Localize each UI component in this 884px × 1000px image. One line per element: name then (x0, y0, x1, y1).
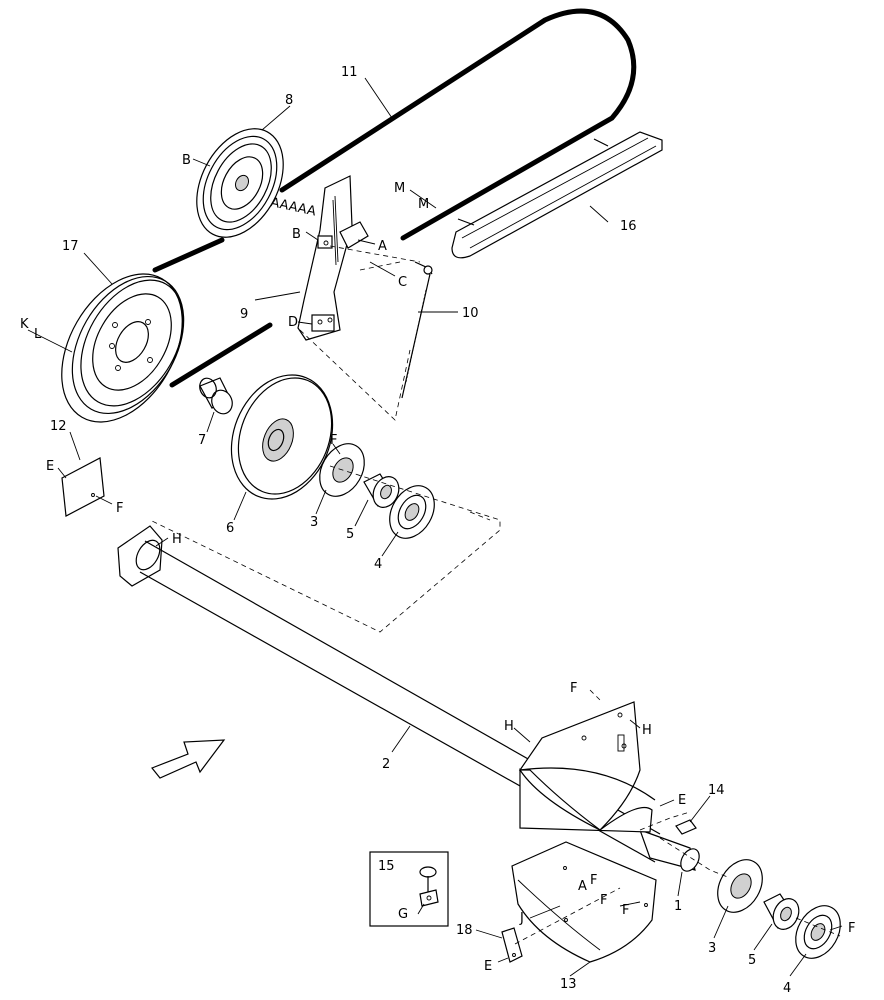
letter-f-top: F (570, 681, 577, 696)
pulley-8 (196, 128, 284, 238)
callout-5-upper: 5 (346, 527, 354, 542)
bearing-5-upper (363, 473, 400, 508)
assembly-lines (149, 245, 841, 945)
callout-10: 10 (462, 306, 479, 321)
letter-k: K (20, 317, 29, 332)
spacer-7 (199, 377, 233, 415)
bearing-5-lower (763, 893, 800, 930)
letter-a-bracket: A (378, 239, 387, 254)
callout-11: 11 (341, 65, 358, 80)
callout-14: 14 (708, 783, 725, 798)
callout-2: 2 (382, 757, 390, 772)
callout-3-upper: 3 (310, 515, 318, 530)
callout-4-lower: 4 (783, 981, 791, 996)
plate-18 (501, 927, 523, 963)
letter-e-decal: E (46, 459, 54, 474)
letter-h-guard-right: H (642, 723, 652, 738)
letter-h-tube: H (172, 532, 182, 547)
callout-9: 9 (240, 307, 248, 322)
letter-a-stack: AAAAA (269, 195, 317, 219)
leader-lines (27, 77, 843, 977)
flange-4-upper (389, 485, 435, 539)
key-14 (675, 819, 697, 835)
pulley-17 (61, 273, 185, 423)
letter-g: G (398, 907, 408, 922)
letter-m-1: M (394, 181, 405, 196)
callout-12: 12 (50, 419, 67, 434)
letter-e-shaft: E (678, 793, 686, 808)
letter-d-bracket: D (288, 315, 298, 330)
callout-8: 8 (285, 93, 293, 108)
letter-f-lower-3: F (622, 903, 629, 918)
direction-arrow-icon (151, 739, 226, 779)
letter-b-bracket: B (292, 227, 301, 242)
letter-f-lower-1: F (590, 873, 597, 888)
rod-10 (401, 261, 433, 399)
callout-18: 18 (456, 923, 473, 938)
callout-7: 7 (198, 433, 206, 448)
callout-16: 16 (620, 219, 637, 234)
callout-3-lower: 3 (708, 941, 716, 956)
flange-3-lower (717, 859, 763, 913)
letter-e-plate: E (484, 959, 492, 974)
callout-13: 13 (560, 977, 577, 992)
idler-bracket-9 (297, 175, 369, 341)
shaft-guard-lower-13 (511, 841, 657, 963)
callout-15: 15 (378, 859, 395, 874)
inset-box-15 (369, 851, 449, 927)
letter-j: J (519, 911, 524, 926)
belt-11 (152, 8, 637, 388)
idler-pulley-6 (230, 374, 334, 500)
letter-m-2: M (418, 197, 429, 212)
letter-f-lower-2: F (600, 893, 607, 908)
letter-f-decal: F (116, 501, 123, 516)
guard-16 (451, 131, 663, 259)
callout-1: 1 (674, 899, 682, 914)
shaft-guard-upper (518, 701, 656, 833)
letter-h-guard-left: H (504, 719, 514, 734)
decal-12 (61, 457, 105, 517)
letter-b-pulley: B (182, 153, 191, 168)
callout-17: 17 (62, 239, 79, 254)
letter-f-bearing: F (848, 921, 855, 936)
letter-f-flange: F (330, 433, 337, 448)
callout-6: 6 (226, 521, 234, 536)
callout-labels: 8 11 17 9 10 16 12 7 6 3 5 4 2 14 1 13 1… (50, 65, 791, 996)
letter-a-lower: A (578, 879, 587, 894)
letter-l: L (34, 327, 42, 342)
callout-5-lower: 5 (748, 953, 756, 968)
letter-c-bracket: C (398, 275, 407, 290)
callout-4-upper: 4 (374, 557, 382, 572)
